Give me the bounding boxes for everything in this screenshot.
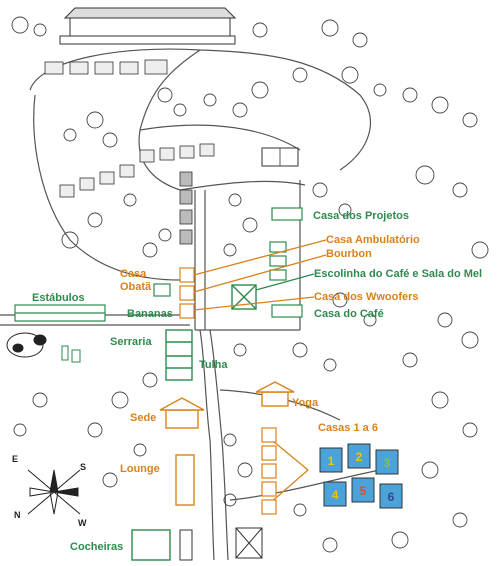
label-casa-do-cafe: Casa do Café [314,308,384,320]
bottles [61,345,81,363]
casas-column [261,427,277,515]
label-casa-obata-2: Obatã [120,281,152,293]
compass-w: W [78,518,87,528]
compass-n: N [14,510,21,520]
compass-e: E [12,454,19,464]
serraria-building [165,329,193,381]
label-serraria: Serraria [110,336,152,348]
label-cocheiras: Cocheiras [70,541,124,553]
leader-lines-green [255,273,315,291]
top-barn [59,7,237,45]
label-estabulos: Estábulos [32,292,85,304]
trees [11,16,489,553]
cocheiras-building [131,529,171,561]
label-sede: Sede [130,412,157,424]
casa-obata-building [153,283,171,297]
svg-text:1: 1 [328,454,335,468]
house-row-top [44,59,168,75]
sede-building [159,397,205,429]
label-casa-dos-projetos: Casa dos Projetos [313,210,409,222]
orange-buildings-center [179,267,195,319]
svg-text:4: 4 [332,488,339,502]
bottom-buildings [179,527,263,561]
estabulos-building [14,304,106,322]
green-buildings-right [269,207,303,318]
house-row-diagonal [59,143,215,198]
yoga-building [255,381,295,407]
house-icons [319,443,403,509]
cow-drawing [6,332,47,358]
lounge-building [175,454,195,506]
leader-lines-orange [193,239,327,511]
label-lounge: Lounge [120,463,160,475]
label-casa-dos-wwoofers: Casa dos Wwoofers [314,291,419,303]
svg-text:6: 6 [388,490,395,504]
buildings-column-left [179,171,193,245]
compass-s: S [80,462,87,472]
svg-text:2: 2 [356,450,363,464]
label-bourbon: Bourbon [326,248,372,260]
label-casas-1-a-6: Casas 1 a 6 [318,422,378,434]
compass-rose [27,469,81,515]
svg-text:3: 3 [384,456,391,470]
label-casa-obata-1: Casa [120,268,147,280]
house-numbers: 1 2 3 4 5 6 [328,450,395,504]
svg-text:5: 5 [360,484,367,498]
label-escolinha: Escolinha do Café e Sala do Mel [314,268,483,280]
label-bananas: Bananas [127,308,173,320]
label-casa-ambulatorio: Casa Ambulatório [326,234,420,246]
label-yoga: Yoga [292,397,319,409]
label-tulha: Tulha [199,359,228,371]
